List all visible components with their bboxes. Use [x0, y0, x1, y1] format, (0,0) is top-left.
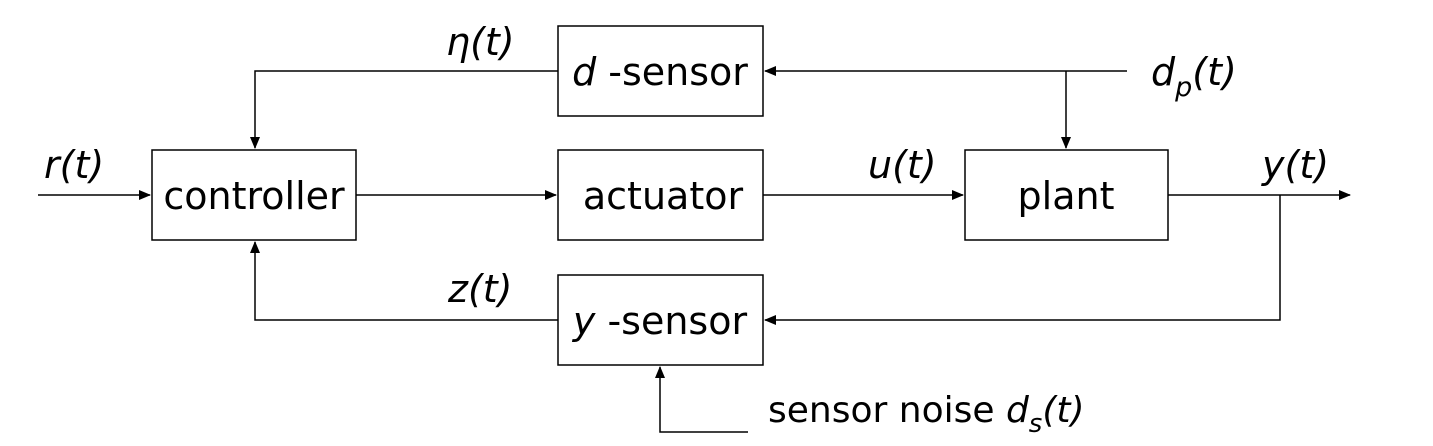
signal-dp-label: dp(t): [1151, 50, 1237, 103]
d-sensor-suffix: -sensor: [596, 50, 748, 94]
signal-ds-argument: (t): [1042, 390, 1084, 431]
d-sensor-block: d -sensor: [557, 25, 764, 117]
signal-dp-subscript: p: [1174, 72, 1192, 103]
signal-eta-label: η(t): [446, 20, 515, 64]
sensor-noise-text: sensor noise: [768, 390, 1006, 431]
sensor-noise-arrow: [655, 366, 748, 433]
eta-feedforward-arrow: [250, 70, 558, 149]
signal-u-label: u(t): [868, 143, 937, 187]
signal-dp-argument: (t): [1192, 50, 1237, 94]
d-sensor-label: d -sensor: [572, 50, 748, 94]
plant-label: plant: [1018, 174, 1115, 218]
controller-label: controller: [163, 174, 345, 218]
actuator-label: actuator: [583, 174, 744, 218]
actuator-block: actuator: [557, 149, 764, 241]
d-sensor-variable: d: [572, 50, 597, 94]
sensor-noise-label: sensor noise ds(t): [768, 390, 1085, 439]
plant-block: plant: [964, 149, 1169, 241]
signal-y-label: y(t): [1261, 143, 1329, 187]
signal-dp-base: d: [1151, 50, 1176, 94]
output-feedback-arrow: [764, 195, 1281, 325]
signal-ds-base: d: [1006, 390, 1030, 431]
y-sensor-block: y -sensor: [557, 274, 764, 366]
y-sensor-variable: y: [572, 299, 596, 343]
signal-ds-subscript: s: [1029, 409, 1043, 439]
controller-block: controller: [151, 149, 357, 241]
y-sensor-label: y -sensor: [572, 299, 748, 343]
z-feedback-arrow: [250, 241, 558, 321]
signal-r-label: r(t): [44, 143, 104, 187]
y-sensor-suffix: -sensor: [595, 299, 747, 343]
signal-z-label: z(t): [447, 267, 513, 311]
